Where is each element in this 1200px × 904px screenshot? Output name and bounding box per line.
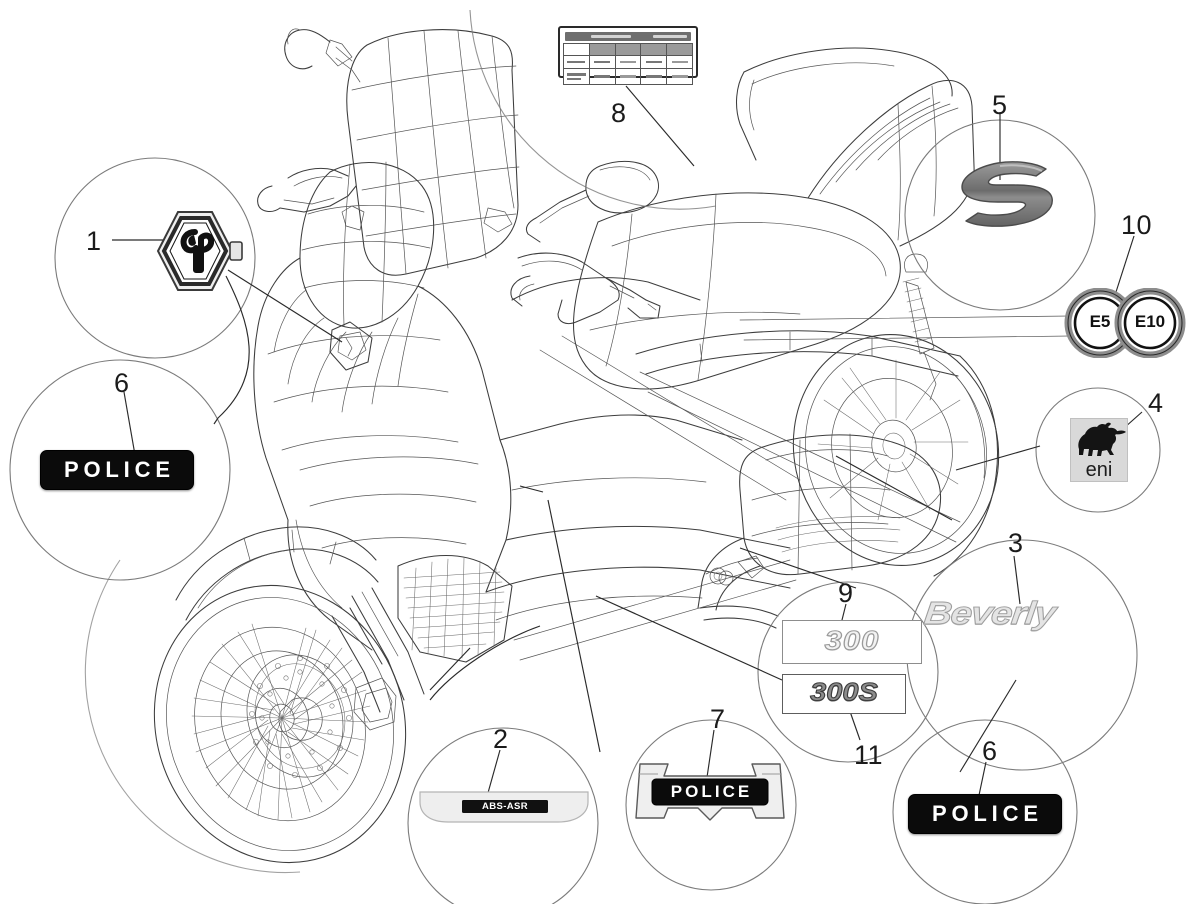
emblem-300: 300 bbox=[782, 620, 922, 664]
callout-circle-3 bbox=[906, 539, 1138, 771]
callout-circle-4 bbox=[1035, 387, 1161, 513]
callout-number-2: 2 bbox=[493, 724, 509, 754]
eni-sticker: eni bbox=[1070, 418, 1128, 482]
police-decal-right: POLICE bbox=[908, 794, 1062, 834]
beverly-emblem-text: Beverly bbox=[922, 595, 1057, 632]
fuel-label-e5: E5 bbox=[1089, 312, 1111, 331]
callout-circle-6a bbox=[9, 359, 231, 581]
scooter-drawing bbox=[153, 28, 1071, 864]
tyre-pressure-table bbox=[563, 43, 693, 85]
callout-number-7: 7 bbox=[710, 704, 726, 734]
emblem-300s: 300S bbox=[782, 674, 906, 714]
leader-lines bbox=[112, 39, 1143, 801]
callout-circle-6b bbox=[892, 719, 1078, 904]
callout-number-10: 10 bbox=[1121, 210, 1153, 240]
callout-number-9: 9 bbox=[838, 578, 854, 608]
callout-circle-9 bbox=[757, 581, 939, 763]
callout-number-6b: 6 bbox=[982, 736, 998, 766]
emblem-300-text: 300 bbox=[824, 625, 880, 656]
callout-number-5: 5 bbox=[992, 90, 1008, 120]
abs-asr-plate: ABS-ASR bbox=[418, 790, 590, 824]
callout-number-11: 11 bbox=[854, 740, 884, 770]
fuel-type-label: E5 E10 bbox=[1062, 288, 1188, 358]
police-decal-left-text: POLICE bbox=[63, 457, 175, 482]
callout-number-8: 8 bbox=[611, 98, 627, 128]
s-emblem: S bbox=[950, 155, 1060, 231]
eni-dog-icon bbox=[1078, 422, 1126, 456]
callout-number-1: 1 bbox=[86, 226, 102, 256]
police-shield-plate: POLICE bbox=[634, 760, 786, 842]
fuel-label-e10: E10 bbox=[1134, 312, 1166, 331]
emblem-300s-text: 300S bbox=[810, 679, 879, 708]
callout-circle-2 bbox=[407, 727, 599, 904]
eni-text: eni bbox=[1085, 459, 1113, 481]
callout-circle-1 bbox=[54, 157, 256, 359]
police-shield-text: POLICE bbox=[670, 782, 753, 801]
callout-number-4: 4 bbox=[1148, 388, 1164, 418]
police-decal-left: POLICE bbox=[40, 450, 194, 490]
beverly-emblem: Beverly bbox=[922, 592, 1124, 640]
abs-asr-text: ABS-ASR bbox=[481, 801, 529, 812]
callout-circle-7 bbox=[625, 719, 797, 891]
tyre-pressure-label bbox=[558, 26, 698, 85]
piaggio-hexagon-emblem bbox=[148, 208, 248, 294]
police-decal-right-text: POLICE bbox=[931, 801, 1043, 826]
callout-number-3: 3 bbox=[1008, 528, 1024, 558]
callout-number-6a: 6 bbox=[114, 368, 130, 398]
tyre-pressure-header bbox=[565, 32, 691, 41]
